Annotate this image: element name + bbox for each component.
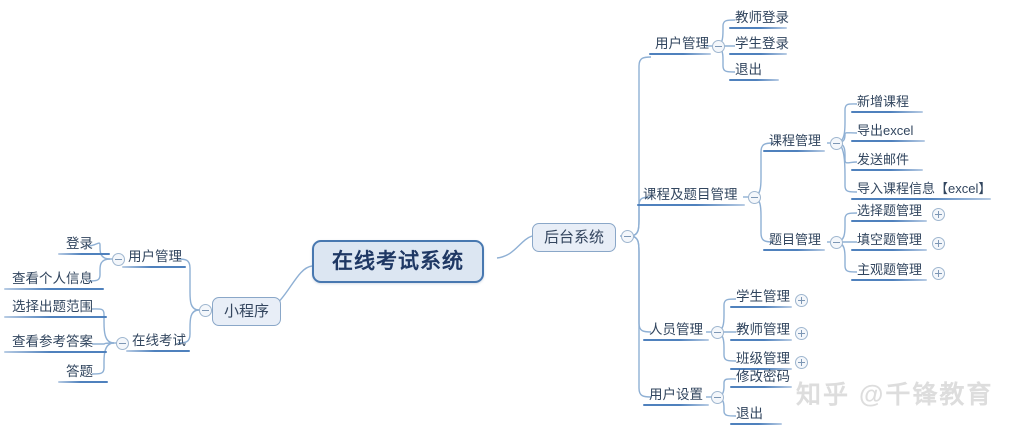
- underline-change-password: [730, 386, 792, 388]
- underline-export-excel: [851, 140, 925, 142]
- subtopic-mp-online-exam[interactable]: 在线考试: [132, 333, 186, 348]
- leaf-teacher-login[interactable]: 教师登录: [735, 10, 789, 25]
- leaf-student-login[interactable]: 学生登录: [735, 36, 789, 51]
- underline-mp-select-scope: [4, 316, 107, 318]
- subtopic-question-management[interactable]: 题目管理: [769, 232, 822, 247]
- subtopic-course-and-question-management[interactable]: 课程及题目管理: [643, 187, 738, 202]
- underline-course-and-question-management: [637, 204, 745, 206]
- underline-mp-login: [58, 253, 110, 255]
- leaf-settings-logout[interactable]: 退出: [736, 406, 763, 421]
- underline-mp-user-management: [122, 266, 186, 268]
- minus-circle-icon-miniprogram[interactable]: [199, 304, 212, 317]
- minus-circle-icon-bk-user-management[interactable]: [712, 40, 725, 53]
- leaf-mp-login[interactable]: 登录: [66, 236, 93, 251]
- underline-add-course: [851, 111, 923, 113]
- underline-fill-blank-question-management: [851, 249, 927, 251]
- underline-course-management: [763, 150, 825, 152]
- leaf-add-course[interactable]: 新增课程: [857, 94, 910, 109]
- leaf-choice-question-management[interactable]: 选择题管理: [857, 203, 923, 218]
- plus-circle-icon-subjective-question-management[interactable]: [932, 267, 945, 280]
- underline-student-login: [729, 53, 787, 55]
- underline-class-management: [730, 368, 792, 370]
- underline-mp-view-profile: [4, 288, 104, 290]
- underline-personnel-management: [643, 339, 709, 341]
- central-topic[interactable]: 在线考试系统: [312, 240, 484, 283]
- leaf-subjective-question-management[interactable]: 主观题管理: [857, 262, 923, 277]
- leaf-teacher-management[interactable]: 教师管理: [736, 322, 790, 337]
- minus-circle-icon-course-and-question-management[interactable]: [748, 191, 761, 204]
- plus-circle-icon-fill-blank-question-management[interactable]: [932, 237, 945, 250]
- underline-send-email: [851, 169, 923, 171]
- underline-question-management: [763, 249, 825, 251]
- leaf-send-email[interactable]: 发送邮件: [857, 152, 910, 167]
- minus-circle-icon-question-management[interactable]: [830, 236, 843, 249]
- main-topic-miniprogram[interactable]: 小程序: [212, 297, 282, 326]
- leaf-mp-select-scope[interactable]: 选择出题范围: [12, 299, 93, 314]
- underline-bk-logout: [729, 79, 779, 81]
- leaf-mp-view-answer[interactable]: 查看参考答案: [12, 334, 93, 349]
- leaf-mp-answer-questions[interactable]: 答题: [66, 364, 93, 379]
- leaf-change-password[interactable]: 修改密码: [736, 369, 790, 384]
- subtopic-mp-user-management[interactable]: 用户管理: [128, 249, 182, 264]
- subtopic-bk-user-management[interactable]: 用户管理: [655, 36, 709, 51]
- underline-mp-online-exam: [126, 350, 190, 352]
- leaf-bk-logout[interactable]: 退出: [735, 62, 762, 77]
- leaf-class-management[interactable]: 班级管理: [736, 351, 790, 366]
- minus-circle-icon-personnel-management[interactable]: [711, 326, 724, 339]
- underline-bk-user-management: [649, 53, 711, 55]
- leaf-export-excel[interactable]: 导出excel: [857, 123, 914, 138]
- underline-mp-answer-questions: [58, 381, 108, 383]
- underline-import-course-info: [851, 198, 991, 200]
- underline-choice-question-management: [851, 220, 927, 222]
- underline-settings-logout: [730, 423, 782, 425]
- leaf-mp-view-profile[interactable]: 查看个人信息: [12, 271, 93, 286]
- watermark: 知乎 @千锋教育: [796, 381, 994, 409]
- underline-teacher-management: [730, 339, 792, 341]
- subtopic-user-settings[interactable]: 用户设置: [649, 387, 703, 402]
- underline-student-management: [730, 306, 792, 308]
- minus-circle-icon-backend-system[interactable]: [621, 230, 634, 243]
- underline-teacher-login: [729, 27, 787, 29]
- underline-subjective-question-management: [851, 279, 927, 281]
- underline-user-settings: [643, 404, 709, 406]
- minus-circle-icon-user-settings[interactable]: [711, 391, 724, 404]
- subtopic-course-management[interactable]: 课程管理: [769, 133, 822, 148]
- leaf-import-course-info[interactable]: 导入课程信息【excel】: [857, 181, 992, 196]
- minus-circle-icon-course-management[interactable]: [830, 137, 843, 150]
- plus-circle-icon-student-management[interactable]: [795, 294, 808, 307]
- plus-circle-icon-class-management[interactable]: [795, 356, 808, 369]
- minus-circle-icon-mp-user-management[interactable]: [112, 253, 125, 266]
- subtopic-personnel-management[interactable]: 人员管理: [649, 322, 703, 337]
- minus-circle-icon-mp-online-exam[interactable]: [116, 337, 129, 350]
- plus-circle-icon-choice-question-management[interactable]: [932, 208, 945, 221]
- underline-mp-view-answer: [4, 351, 107, 353]
- main-topic-backend-system[interactable]: 后台系统: [532, 223, 617, 252]
- leaf-student-management[interactable]: 学生管理: [736, 289, 790, 304]
- plus-circle-icon-teacher-management[interactable]: [795, 327, 808, 340]
- leaf-fill-blank-question-management[interactable]: 填空题管理: [857, 232, 923, 247]
